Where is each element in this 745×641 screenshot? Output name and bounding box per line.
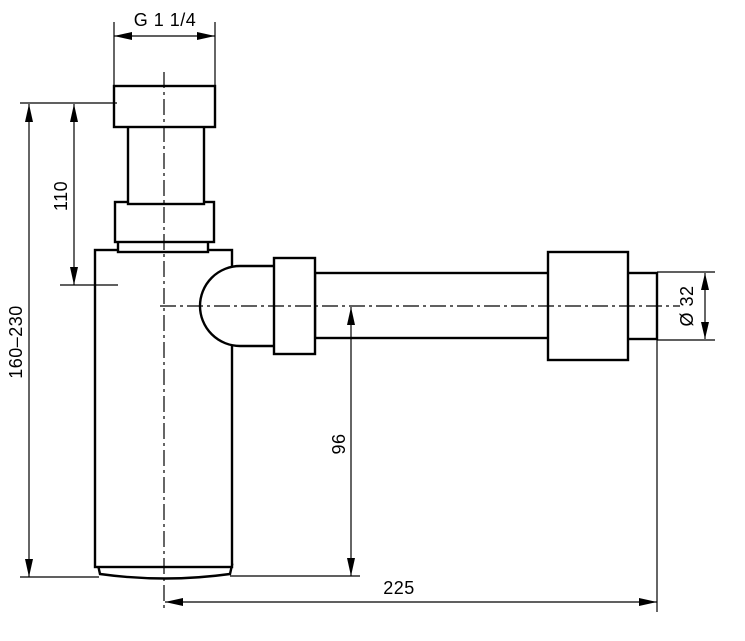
dimension-outlet-height: 96: [329, 307, 355, 576]
dimension-outlet-length: 225: [165, 578, 657, 606]
arrow-96-bottom: [347, 558, 355, 576]
arrow-225-left: [165, 598, 183, 606]
arrow-total-bottom: [25, 559, 33, 577]
body-bottom-cap: [96, 563, 234, 580]
arrow-d32-bottom: [701, 322, 709, 339]
outlet-elbow: [198, 264, 280, 348]
inlet-tube: [126, 123, 206, 206]
extension-lines: [20, 22, 715, 612]
label-outlet-diameter: Ø 32: [677, 285, 697, 326]
label-outlet-height: 96: [329, 433, 349, 454]
label-thread: G 1 1/4: [134, 10, 197, 30]
dimension-total-height: 160–230: [6, 104, 33, 577]
dimension-top-height: 110: [51, 104, 78, 285]
arrow-thread-left: [114, 32, 132, 40]
label-total-height: 160–230: [6, 305, 26, 379]
dimension-thread: G 1 1/4: [114, 10, 215, 40]
dimension-outlet-diameter: Ø 32: [677, 273, 709, 339]
center-axes: [160, 72, 680, 610]
label-outlet-length: 225: [383, 578, 415, 598]
arrow-top-110-bottom: [70, 267, 78, 285]
arrow-top-110-top: [70, 104, 78, 122]
arrow-thread-right: [197, 32, 215, 40]
arrow-total-top: [25, 104, 33, 122]
label-top-height: 110: [51, 181, 71, 211]
trap-body-parts: [93, 84, 659, 580]
arrow-96-top: [347, 307, 355, 325]
arrow-225-right: [639, 598, 657, 606]
arrow-d32-top: [701, 273, 709, 290]
